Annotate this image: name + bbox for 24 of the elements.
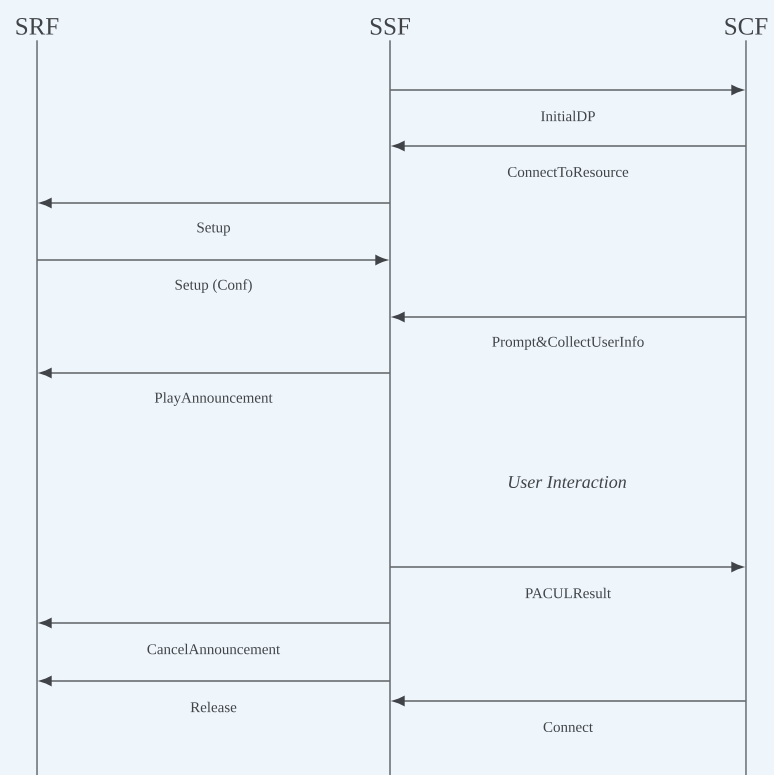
arrow xyxy=(39,198,390,208)
arrow xyxy=(392,140,746,152)
edge-label: PACULResult xyxy=(525,588,611,598)
edge-label: Setup (Conf) xyxy=(176,279,252,293)
arrow xyxy=(392,312,746,322)
edge-label: ConnectToResource xyxy=(508,166,628,178)
arrow xyxy=(392,696,746,706)
arrow xyxy=(390,562,744,572)
edge-label: Prompt&CollectUserInfo xyxy=(492,336,644,350)
arrow xyxy=(38,254,388,266)
arrow xyxy=(39,368,390,378)
edge-label: InitialDP xyxy=(541,110,595,122)
lifeline-header: SSF xyxy=(370,18,410,35)
arrow xyxy=(390,84,744,96)
edge-label: Setup xyxy=(197,222,230,236)
edge-label: Connect xyxy=(544,722,593,732)
arrow xyxy=(39,618,390,628)
edge-label: PlayAnnouncement xyxy=(154,392,273,406)
arrow xyxy=(39,676,390,686)
lifeline-header: SRF xyxy=(16,18,58,35)
edge-label: CancelAnnouncement xyxy=(147,644,280,654)
edge-label: Release xyxy=(190,702,236,712)
lifeline-header: SCF xyxy=(725,18,768,35)
note-text: User Interaction xyxy=(508,476,626,488)
